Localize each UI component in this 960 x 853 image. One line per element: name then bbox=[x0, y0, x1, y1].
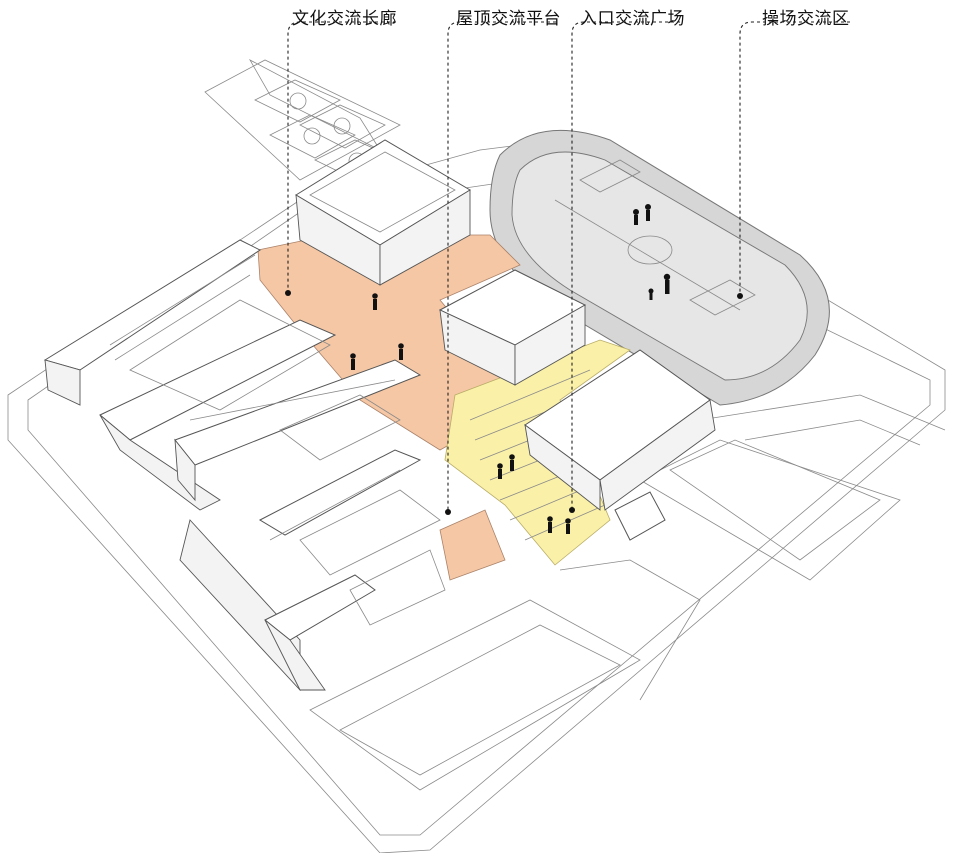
label-culture-corridor: 文化交流长廊 bbox=[292, 9, 397, 29]
east-block bbox=[438, 269, 587, 386]
players-upper bbox=[633, 204, 651, 225]
sports-hall bbox=[524, 349, 716, 541]
people-figures bbox=[350, 293, 571, 534]
label-roof-platform: 屋顶交流平台 bbox=[456, 9, 561, 29]
label-entrance-plaza: 入口交流广场 bbox=[580, 9, 685, 29]
leader-lines bbox=[285, 21, 850, 515]
players-lower bbox=[648, 273, 671, 300]
classroom-wings bbox=[43, 239, 446, 692]
running-track bbox=[489, 129, 830, 406]
label-playground-zone: 操场交流区 bbox=[762, 9, 850, 29]
